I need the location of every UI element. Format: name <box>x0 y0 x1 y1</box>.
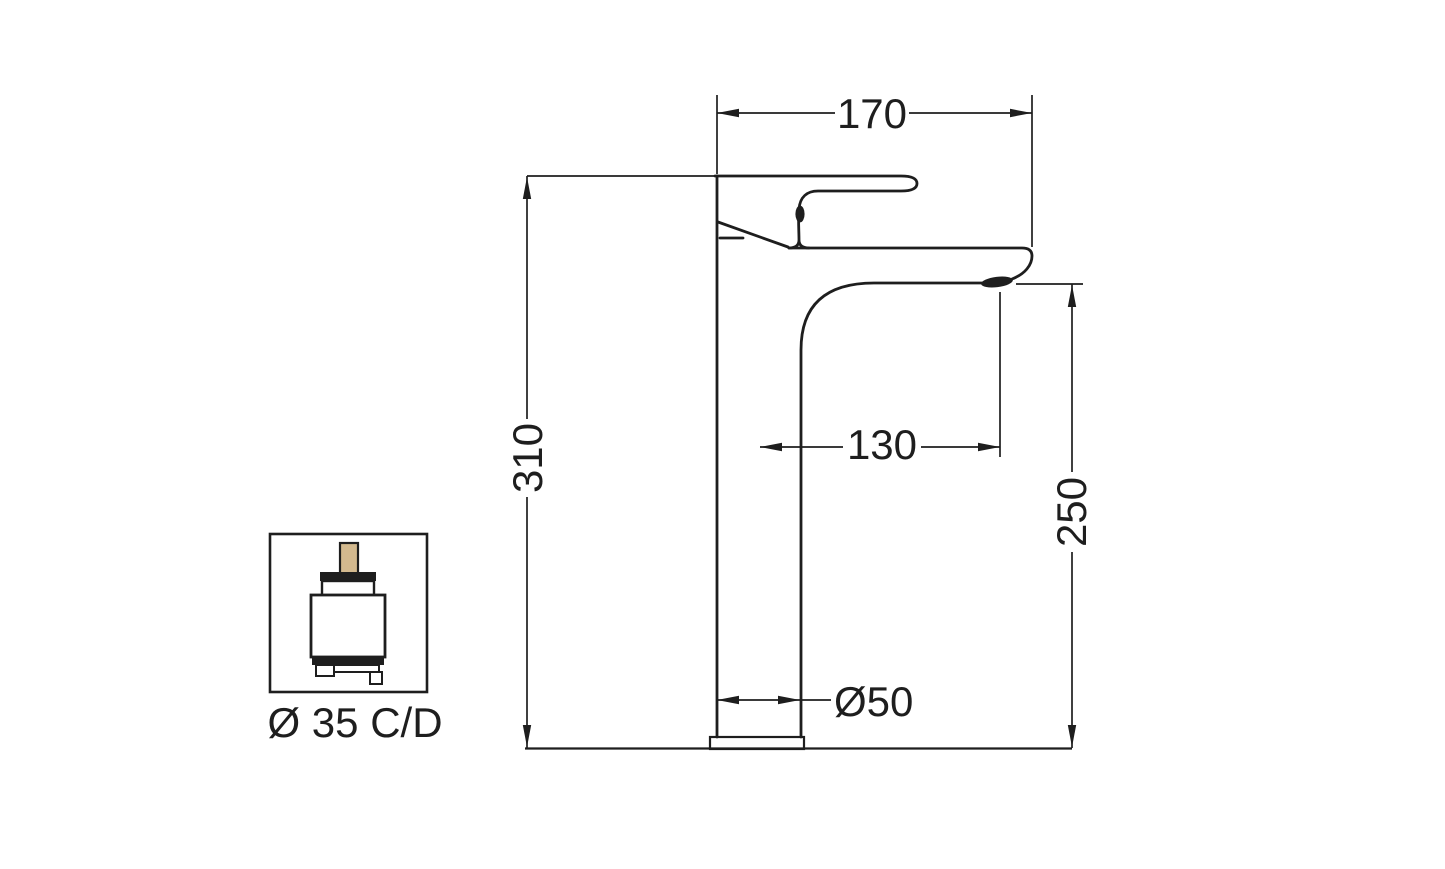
cartridge-bottom-strip <box>333 664 380 673</box>
spout-underside-outline <box>799 281 984 739</box>
dimension-outlet-height: 250 <box>1016 283 1095 748</box>
cartridge-body <box>309 593 387 659</box>
dim-250-label: 250 <box>1048 477 1095 547</box>
cartridge-tab-right <box>369 671 383 685</box>
dim-50-label: Ø50 <box>834 678 913 725</box>
arrowhead-left <box>717 695 739 705</box>
aerator-outlet <box>981 276 1013 288</box>
cartridge-stem <box>338 541 360 576</box>
arrowhead-up <box>1067 285 1077 307</box>
dimension-head-length: 170 <box>716 90 1033 247</box>
arrowhead-down <box>522 725 532 747</box>
base-plate <box>708 735 806 751</box>
spout-nose-detail <box>716 220 790 249</box>
arrowhead-left <box>760 442 782 452</box>
lever-handle-outline <box>713 174 919 250</box>
dim-170-label: 170 <box>837 90 907 137</box>
arrowhead-left <box>717 108 739 118</box>
spout-head-top-outline <box>787 246 1034 281</box>
lever-pivot-joint <box>795 205 805 223</box>
dimension-total-height: 310 <box>504 175 714 748</box>
cartridge-collar-top <box>320 572 376 581</box>
cartridge-inset: Ø 35 C/D <box>267 532 443 746</box>
arrowhead-right <box>1010 108 1032 118</box>
dim-130-label: 130 <box>847 421 917 468</box>
arrowhead-right <box>978 442 1000 452</box>
cartridge-inset-box <box>268 532 429 694</box>
dim-310-label: 310 <box>504 423 551 493</box>
arrowhead-right <box>778 695 800 705</box>
faucet-body <box>708 174 1034 751</box>
arrowhead-up <box>522 177 532 199</box>
cartridge-label: Ø 35 C/D <box>267 699 442 746</box>
dimension-spout-reach: 130 <box>760 292 1001 468</box>
cartridge-seal-ring <box>312 657 384 665</box>
dimension-base-diameter: Ø50 <box>717 678 913 725</box>
cartridge-tab-left <box>315 664 335 677</box>
arrowhead-down <box>1067 725 1077 747</box>
